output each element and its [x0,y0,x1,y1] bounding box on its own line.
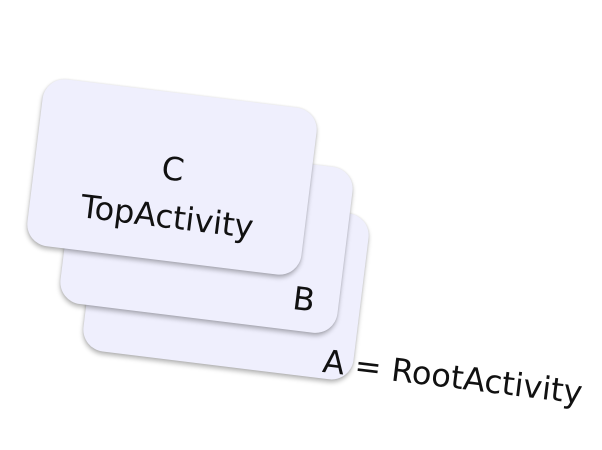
card-a-label: A = RootActivity [320,342,585,412]
card-top-activity: C TopActivity [24,76,320,278]
card-b-label: B [290,279,318,320]
